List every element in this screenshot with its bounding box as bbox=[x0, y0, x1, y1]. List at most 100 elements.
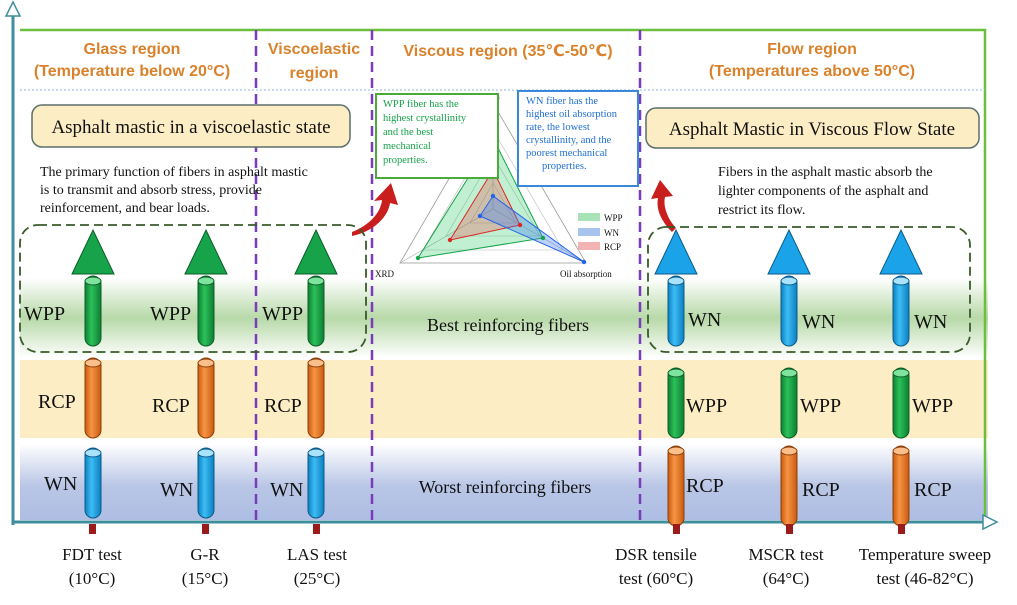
rcp-cylinder bbox=[667, 445, 685, 527]
fiber-label-wpp: WPP bbox=[262, 303, 303, 325]
legend-wn-label: WN bbox=[604, 228, 619, 238]
test-label-gr: G-R bbox=[190, 545, 220, 564]
wn-cylinder bbox=[307, 447, 325, 519]
wn-note-line2: highest oil absorption bbox=[526, 109, 618, 120]
wn-cylinder bbox=[667, 275, 685, 347]
region-glass-subtitle: (Temperature below 20°C) bbox=[34, 63, 230, 80]
triangle-up-icon bbox=[654, 228, 698, 275]
fiber-label-wn: WN bbox=[688, 309, 721, 331]
region-viscoelastic-title: Viscoelastic bbox=[268, 41, 360, 58]
region-viscous-title: Viscous region (35℃-50℃) bbox=[403, 43, 612, 60]
radar-wpp-area bbox=[416, 136, 544, 259]
fiber-label-rcp: RCP bbox=[686, 475, 724, 497]
best-fiber-band bbox=[20, 278, 988, 358]
triangle-up-icon bbox=[71, 228, 115, 275]
wn-note-box bbox=[517, 90, 639, 187]
rcp-cylinder bbox=[892, 445, 910, 527]
rcp-cylinder bbox=[84, 357, 102, 439]
radar-chart: TG XRD Oil absorption WPP WN RCP bbox=[375, 92, 623, 279]
worst-fiber-band bbox=[20, 444, 988, 520]
wpp-cylinder bbox=[307, 275, 325, 347]
state-box-right bbox=[645, 107, 980, 149]
x-axis-arrowhead-icon bbox=[982, 513, 999, 531]
legend-rcp-label: RCP bbox=[604, 242, 621, 252]
region-viscoelastic-subtitle: region bbox=[290, 65, 339, 82]
fiber-label-wn: WN bbox=[160, 479, 193, 501]
test-label-fdt: FDT test bbox=[62, 545, 122, 564]
wn-cylinder bbox=[892, 275, 910, 347]
test-label-fdt-temp: (10°C) bbox=[69, 569, 115, 588]
wn-cylinder bbox=[780, 275, 798, 347]
region-flow-title: Flow region bbox=[767, 41, 857, 58]
triangle-up-icon bbox=[184, 228, 228, 275]
fiber-label-wpp: WPP bbox=[686, 395, 727, 417]
test-label-mscr-temp: (64°C) bbox=[763, 569, 809, 588]
fiber-label-wn: WN bbox=[270, 479, 303, 501]
wpp-cylinder bbox=[84, 275, 102, 347]
legend-wpp-label: WPP bbox=[604, 213, 623, 223]
fiber-label-wn: WN bbox=[802, 311, 835, 333]
wpp-cylinder bbox=[667, 367, 685, 439]
top-frame bbox=[20, 28, 987, 518]
radar-wn-area bbox=[479, 195, 585, 263]
triangle-up-icon bbox=[767, 228, 811, 275]
wn-note-line5: poorest mechanical bbox=[526, 148, 607, 159]
state-box-left bbox=[31, 104, 351, 148]
fiber-label-rcp: RCP bbox=[38, 391, 76, 413]
wpp-cylinder bbox=[892, 367, 910, 439]
best-fiber-group-left bbox=[19, 224, 367, 353]
wn-cylinder bbox=[197, 447, 215, 519]
test-label-las-temp: (25°C) bbox=[294, 569, 340, 588]
wpp-note-line2: highest crystallinity bbox=[383, 113, 467, 124]
wpp-note-line4: mechanical bbox=[383, 141, 431, 152]
fiber-label-rcp: RCP bbox=[264, 395, 302, 417]
legend-wn-swatch bbox=[578, 228, 600, 236]
description-left-line2: is to transmit and absorb stress, provid… bbox=[40, 183, 262, 198]
rcp-cylinder bbox=[197, 357, 215, 439]
wpp-note-line1: WPP fiber has the bbox=[383, 99, 459, 110]
wpp-cylinder bbox=[197, 275, 215, 347]
fiber-label-rcp: RCP bbox=[152, 395, 190, 417]
wpp-note-line5: properties. bbox=[383, 155, 428, 166]
wn-cylinder bbox=[84, 447, 102, 519]
best-fiber-group-right bbox=[647, 226, 971, 353]
description-right-line3: restrict its flow. bbox=[718, 203, 805, 218]
test-label-sweep: Temperature sweep bbox=[859, 545, 991, 564]
test-label-dsr: DSR tensile bbox=[615, 545, 697, 564]
fiber-label-rcp: RCP bbox=[914, 479, 952, 501]
test-label-las: LAS test bbox=[287, 545, 347, 564]
legend-wpp-swatch bbox=[578, 213, 600, 221]
description-left-line1: The primary function of fibers in asphal… bbox=[40, 165, 308, 180]
test-label-mscr: MSCR test bbox=[748, 545, 823, 564]
worst-fibers-label: Worst reinforcing fibers bbox=[419, 477, 592, 497]
radar-rcp-area bbox=[448, 168, 521, 241]
region-flow-subtitle: (Temperatures above 50°C) bbox=[709, 63, 915, 80]
triangle-up-icon bbox=[294, 228, 338, 275]
rcp-cylinder bbox=[307, 357, 325, 439]
middle-fiber-band bbox=[20, 360, 988, 438]
region-glass-title: Glass region bbox=[84, 41, 181, 58]
fiber-label-wpp: WPP bbox=[24, 303, 65, 325]
wpp-note-line3: and the best bbox=[383, 127, 433, 138]
curved-arrow-right-icon bbox=[651, 180, 676, 232]
state-box-left-label: Asphalt mastic in a viscoelastic state bbox=[51, 117, 330, 138]
curved-arrow-left-icon bbox=[352, 183, 398, 236]
y-axis-arrowhead-icon bbox=[4, 0, 22, 17]
radar-axis-oil: Oil absorption bbox=[560, 269, 612, 279]
fiber-label-wn: WN bbox=[44, 473, 77, 495]
fiber-label-wpp: WPP bbox=[150, 303, 191, 325]
fiber-label-wpp: WPP bbox=[800, 395, 841, 417]
test-label-gr-temp: (15°C) bbox=[182, 569, 228, 588]
triangle-up-icon bbox=[879, 228, 923, 275]
test-label-dsr-temp: test (60°C) bbox=[619, 569, 693, 588]
fiber-label-wn: WN bbox=[914, 311, 947, 333]
wn-note-line6: properties. bbox=[542, 161, 587, 172]
wn-note-line1: WN fiber has the bbox=[526, 96, 598, 107]
test-label-sweep-temp: test (46-82°C) bbox=[877, 569, 974, 588]
wn-note-line4: crystallinity, and the bbox=[526, 135, 612, 146]
legend-rcp-swatch bbox=[578, 242, 600, 250]
wn-note-line3: rate, the lowest bbox=[526, 122, 590, 133]
description-right-line2: lighter components of the asphalt and bbox=[718, 184, 928, 199]
wpp-cylinder bbox=[780, 367, 798, 439]
best-fibers-label: Best reinforcing fibers bbox=[427, 315, 589, 335]
